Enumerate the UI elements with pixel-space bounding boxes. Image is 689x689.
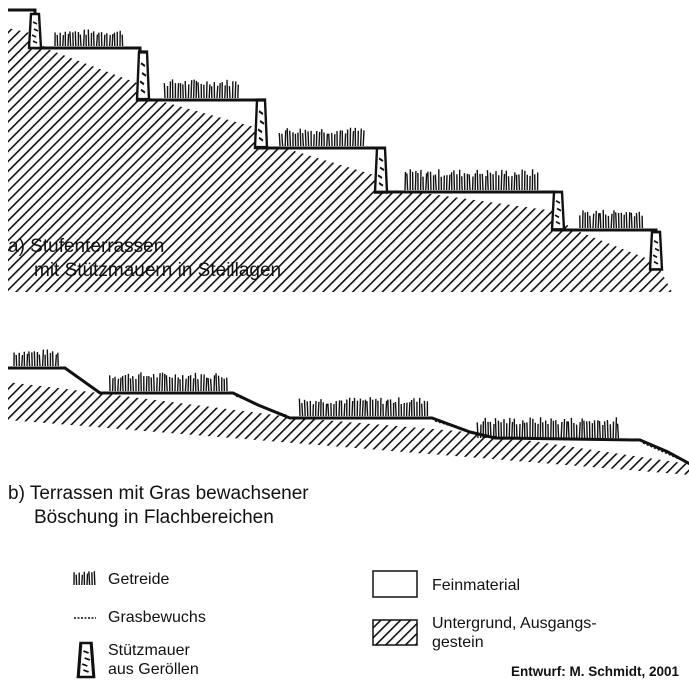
retaining-wall-2	[135, 50, 151, 102]
caption-b-line1: b) Terrassen mit Gras bewachsener	[8, 483, 309, 504]
retaining-wall-1	[27, 12, 43, 50]
legend-label-stuetzmauer: Stützmauer aus Geröllen	[108, 641, 199, 679]
feinmaterial-icon	[372, 570, 418, 598]
caption-b-line2: Böschung in Flachbereichen	[34, 507, 274, 528]
legend-label-stuetzmauer-line1: Stützmauer	[108, 642, 190, 659]
caption-b: b) Terrassen mit Gras bewachsener Böschu…	[8, 482, 309, 530]
legend-label-untergrund-line2: gestein	[432, 634, 484, 651]
retaining-wall-3	[253, 98, 269, 150]
legend-label-feinmaterial: Feinmaterial	[432, 577, 521, 594]
retaining-wall-4	[373, 146, 389, 194]
grain-crops-a	[54, 29, 644, 229]
author-credit: Entwurf: M. Schmidt, 2001	[510, 664, 679, 679]
diagram-b-grass-terraces	[8, 349, 689, 475]
untergrund-icon	[372, 619, 418, 646]
stuetzmauer-icon	[76, 641, 96, 679]
subsoil-hatch-a	[8, 28, 672, 292]
retaining-wall-6	[648, 230, 664, 271]
legend-label-untergrund-line1: Untergrund, Ausgangs-	[432, 615, 597, 632]
terrace-surface-b	[8, 366, 689, 466]
legend-label-stuetzmauer-line2: aus Geröllen	[108, 661, 199, 678]
caption-a: a) Stufenterrassen mit Stützmauern in St…	[8, 235, 281, 283]
legend-label-untergrund: Untergrund, Ausgangs- gestein	[432, 614, 597, 652]
diagram-a-steep-terraces	[8, 8, 672, 292]
grain-crops-b	[13, 349, 620, 439]
subsoil-hatch-b	[8, 382, 689, 475]
caption-a-line2: mit Stützmauern in Steillagen	[34, 260, 282, 281]
retaining-wall-5	[550, 190, 566, 231]
caption-a-line1: a) Stufenterrassen	[8, 236, 165, 257]
legend-label-getreide: Getreide	[108, 571, 170, 588]
legend-label-grasbewuchs: Grasbewuchs	[108, 609, 206, 626]
getreide-icon	[73, 571, 96, 586]
